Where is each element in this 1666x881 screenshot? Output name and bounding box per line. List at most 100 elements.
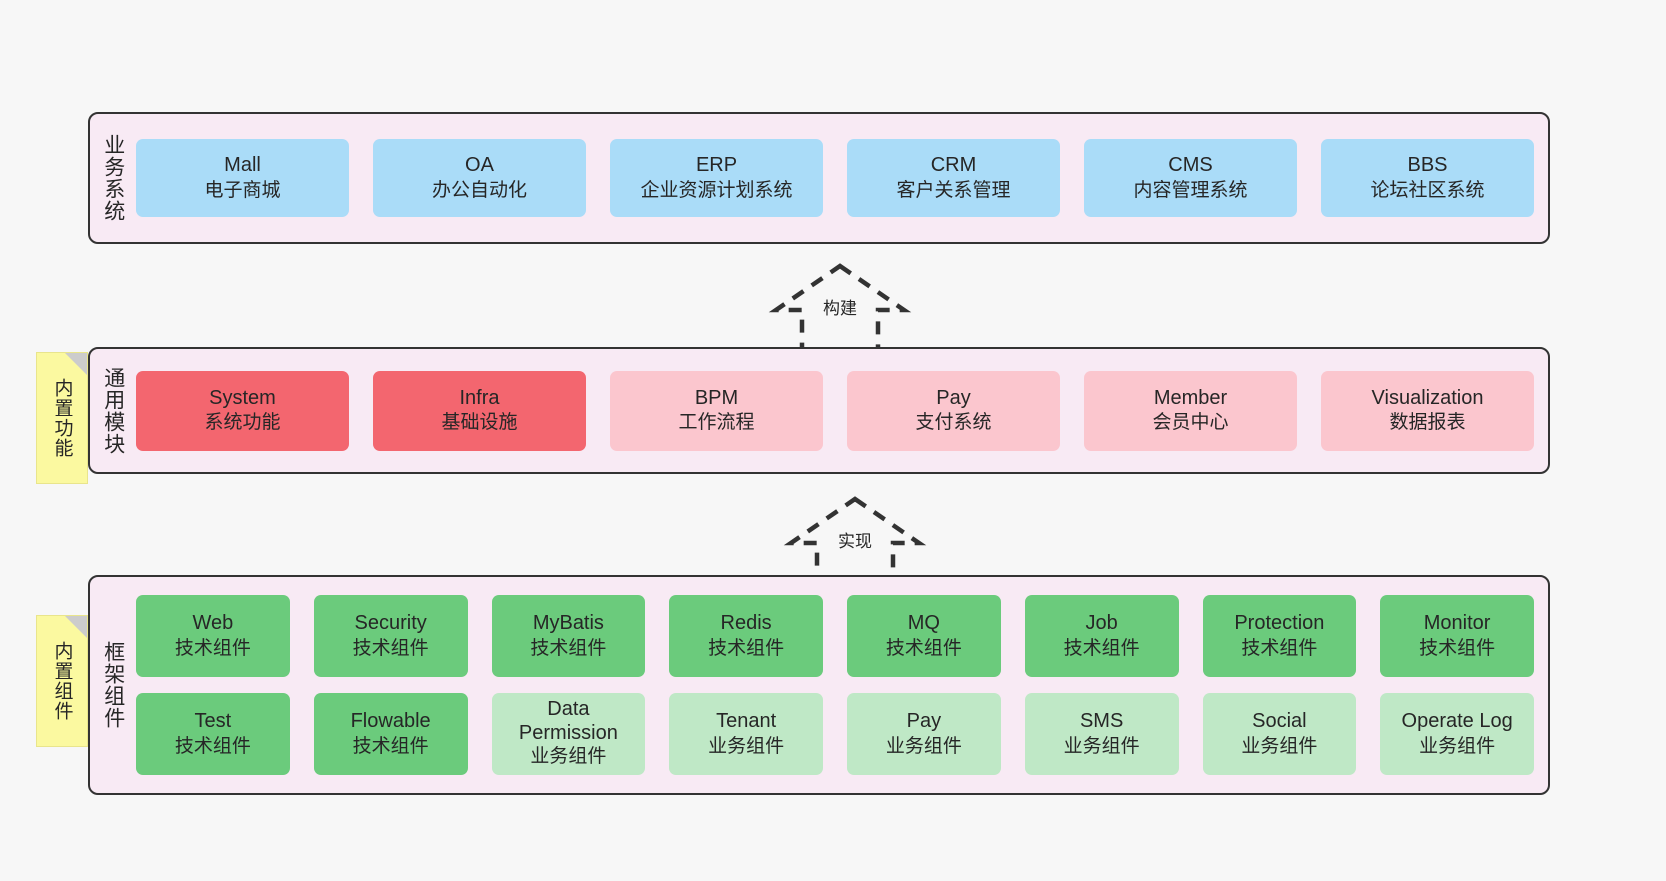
node-label-cn: 客户关系管理 bbox=[896, 179, 1011, 201]
node-web[interactable]: Web 技术组件 bbox=[136, 595, 290, 677]
node-bbs[interactable]: BBS 论坛社区系统 bbox=[1321, 139, 1534, 217]
node-label-cn: 技术组件 bbox=[174, 735, 251, 757]
layer-business-system: 业务系统 Mall 电子商城 OA 办公自动化 ERP 企业资源计划系统 CRM… bbox=[88, 112, 1550, 244]
node-label-en: Member bbox=[1153, 386, 1228, 409]
node-pay-component[interactable]: Pay 业务组件 bbox=[847, 693, 1001, 775]
node-label-cn: 业务组件 bbox=[708, 735, 785, 757]
node-row: Mall 电子商城 OA 办公自动化 ERP 企业资源计划系统 CRM 客户关系… bbox=[136, 139, 1534, 217]
node-infra[interactable]: Infra 基础设施 bbox=[373, 370, 586, 451]
node-label-cn: 电子商城 bbox=[204, 179, 281, 201]
node-label-cn: 技术组件 bbox=[352, 637, 429, 659]
node-operate-log[interactable]: Operate Log 业务组件 bbox=[1380, 693, 1534, 775]
node-label-cn: 工作流程 bbox=[678, 412, 755, 434]
node-label-cn: 业务组件 bbox=[1419, 735, 1496, 757]
node-data-permission[interactable]: Data Permission 业务组件 bbox=[491, 693, 646, 775]
node-label-cn: 技术组件 bbox=[1063, 637, 1140, 659]
node-oa[interactable]: OA 办公自动化 bbox=[373, 139, 586, 217]
layer-framework-component: 框架组件 Web 技术组件 Security 技术组件 MyBatis 技术组件… bbox=[88, 575, 1550, 795]
arrow-build-label: 构建 bbox=[823, 299, 857, 318]
node-label-cn: 技术组件 bbox=[352, 735, 429, 757]
node-label-en: MyBatis bbox=[532, 612, 604, 635]
node-label-cn: 基础设施 bbox=[441, 412, 518, 434]
layer-title-common-module: 通用模块 bbox=[101, 366, 125, 455]
sticky-label: 内置功能 bbox=[51, 378, 73, 458]
node-security[interactable]: Security 技术组件 bbox=[313, 595, 468, 677]
layer-body-framework-component: Web 技术组件 Security 技术组件 MyBatis 技术组件 Redi… bbox=[136, 577, 1548, 793]
node-label-en: Pay bbox=[936, 386, 971, 409]
node-label-en: Data Permission bbox=[518, 698, 618, 744]
node-label-cn: 技术组件 bbox=[708, 637, 785, 659]
node-visualization[interactable]: Visualization 数据报表 bbox=[1321, 370, 1534, 451]
node-label-cn: 技术组件 bbox=[530, 637, 607, 659]
node-mall[interactable]: Mall 电子商城 bbox=[136, 139, 349, 217]
node-cms[interactable]: CMS 内容管理系统 bbox=[1084, 139, 1297, 217]
node-protection[interactable]: Protection 技术组件 bbox=[1202, 595, 1357, 677]
node-social[interactable]: Social 业务组件 bbox=[1202, 693, 1357, 775]
node-label-en: Monitor bbox=[1423, 612, 1491, 635]
sticky-label: 内置组件 bbox=[51, 641, 73, 721]
node-erp[interactable]: ERP 企业资源计划系统 bbox=[610, 139, 823, 217]
node-label-en: ERP bbox=[695, 154, 738, 177]
node-job[interactable]: Job 技术组件 bbox=[1024, 595, 1179, 677]
node-label-cn: 系统功能 bbox=[204, 412, 281, 434]
node-label-en: BBS bbox=[1407, 154, 1448, 177]
node-system[interactable]: System 系统功能 bbox=[136, 370, 349, 451]
node-label-cn: 技术组件 bbox=[174, 637, 251, 659]
node-label-cn: 业务组件 bbox=[1241, 735, 1318, 757]
node-label-en: Operate Log bbox=[1401, 710, 1513, 733]
node-label-cn: 技术组件 bbox=[1241, 637, 1318, 659]
node-label-cn: 企业资源计划系统 bbox=[640, 179, 793, 201]
node-label-en: CMS bbox=[1168, 154, 1213, 177]
node-label-cn: 技术组件 bbox=[1419, 637, 1496, 659]
node-member[interactable]: Member 会员中心 bbox=[1084, 370, 1297, 451]
node-label-cn: 会员中心 bbox=[1152, 412, 1229, 434]
node-label-en: Pay bbox=[906, 710, 942, 733]
node-crm[interactable]: CRM 客户关系管理 bbox=[847, 139, 1060, 217]
layer-body-common-module: System 系统功能 Infra 基础设施 BPM 工作流程 Pay 支付系统… bbox=[136, 349, 1548, 472]
node-test[interactable]: Test 技术组件 bbox=[136, 693, 290, 775]
node-label-en: Security bbox=[354, 612, 427, 635]
layer-common-module: 通用模块 System 系统功能 Infra 基础设施 BPM 工作流程 Pay… bbox=[88, 347, 1550, 474]
node-label-en: SMS bbox=[1079, 710, 1124, 733]
node-label-en: Social bbox=[1252, 710, 1307, 733]
node-row: Web 技术组件 Security 技术组件 MyBatis 技术组件 Redi… bbox=[136, 595, 1534, 677]
node-label-en: Infra bbox=[459, 386, 500, 409]
node-label-en: Job bbox=[1085, 612, 1118, 635]
node-pay-module[interactable]: Pay 支付系统 bbox=[847, 370, 1060, 451]
node-label-cn: 支付系统 bbox=[915, 412, 992, 434]
node-label-en: CRM bbox=[930, 154, 977, 177]
node-label-cn: 业务组件 bbox=[1063, 735, 1140, 757]
node-label-en: Mall bbox=[224, 154, 261, 177]
node-bpm[interactable]: BPM 工作流程 bbox=[610, 370, 823, 451]
node-label-en: Tenant bbox=[716, 710, 777, 733]
sticky-note-builtin-features: 内置功能 bbox=[36, 352, 88, 484]
node-label-en: Protection bbox=[1234, 612, 1325, 635]
node-label-en: MQ bbox=[907, 612, 940, 635]
node-label-cn: 技术组件 bbox=[885, 637, 962, 659]
node-label-en: OA bbox=[465, 154, 494, 177]
node-label-en: Test bbox=[194, 710, 232, 733]
node-label-en: Redis bbox=[720, 612, 772, 635]
sticky-note-builtin-components: 内置组件 bbox=[36, 615, 88, 747]
node-sms[interactable]: SMS 业务组件 bbox=[1024, 693, 1179, 775]
layer-title-business-system: 业务系统 bbox=[101, 134, 125, 222]
node-redis[interactable]: Redis 技术组件 bbox=[669, 595, 823, 677]
node-label-en: System bbox=[209, 386, 276, 409]
node-label-cn: 内容管理系统 bbox=[1133, 179, 1248, 201]
node-row: System 系统功能 Infra 基础设施 BPM 工作流程 Pay 支付系统… bbox=[136, 370, 1534, 451]
node-mq[interactable]: MQ 技术组件 bbox=[847, 595, 1001, 677]
node-label-cn: 业务组件 bbox=[885, 735, 962, 757]
node-label-en: Flowable bbox=[350, 710, 431, 733]
node-mybatis[interactable]: MyBatis 技术组件 bbox=[491, 595, 646, 677]
node-row: Test 技术组件 Flowable 技术组件 Data Permission … bbox=[136, 693, 1534, 775]
node-tenant[interactable]: Tenant 业务组件 bbox=[669, 693, 823, 775]
node-label-en: Visualization bbox=[1371, 386, 1484, 409]
node-flowable[interactable]: Flowable 技术组件 bbox=[313, 693, 468, 775]
layer-body-business-system: Mall 电子商城 OA 办公自动化 ERP 企业资源计划系统 CRM 客户关系… bbox=[136, 114, 1548, 242]
node-label-cn: 业务组件 bbox=[530, 746, 607, 768]
layer-title-framework-component: 框架组件 bbox=[101, 641, 125, 729]
node-monitor[interactable]: Monitor 技术组件 bbox=[1380, 595, 1534, 677]
node-label-cn: 办公自动化 bbox=[431, 179, 527, 201]
node-label-cn: 数据报表 bbox=[1389, 412, 1466, 434]
